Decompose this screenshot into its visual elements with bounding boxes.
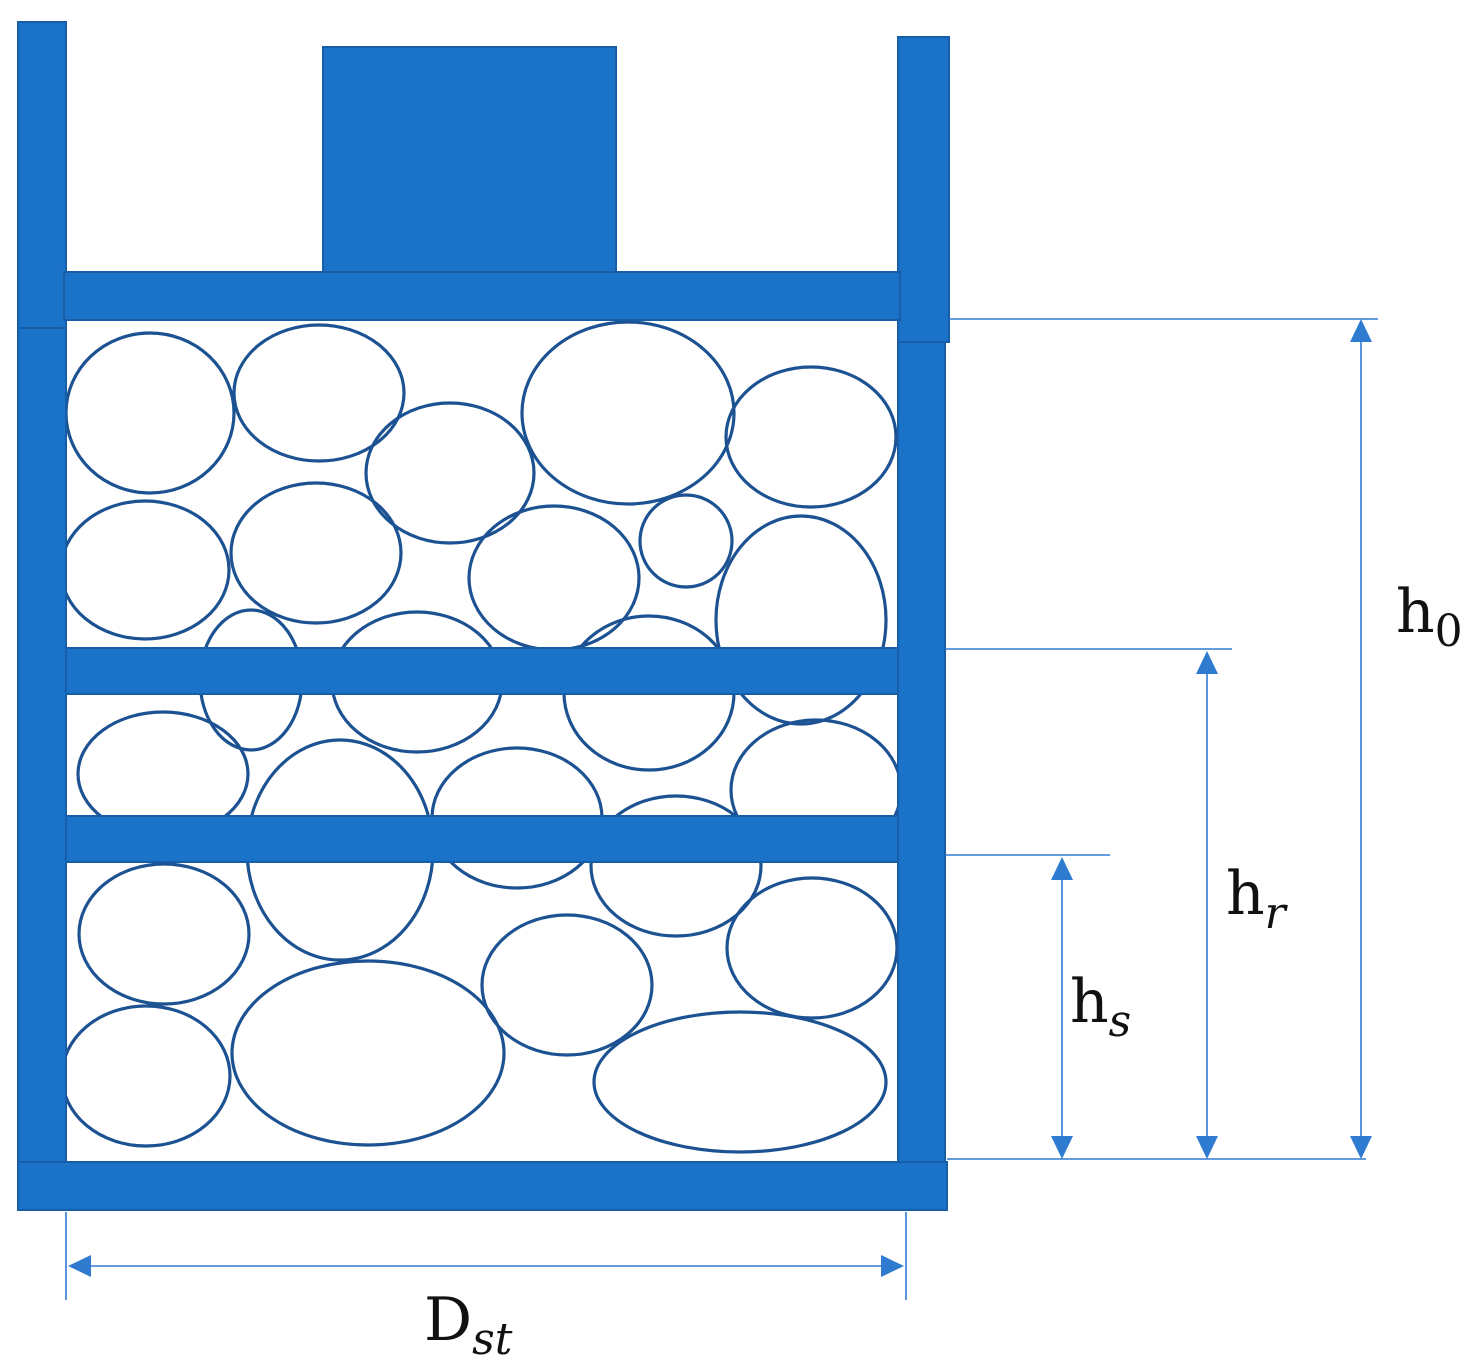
- dst-arrow-left-icon: [68, 1255, 91, 1277]
- particle-bed: [59, 320, 903, 1154]
- particle: [638, 493, 734, 589]
- particle: [467, 504, 641, 652]
- hr-label: hr: [1226, 859, 1289, 939]
- load-weight: [322, 46, 617, 273]
- intermediate-plate-upper: [65, 647, 899, 695]
- particle: [230, 959, 506, 1147]
- hs-arrow-up-icon: [1051, 857, 1073, 880]
- dimension-labels: h0 hr hs Dst: [424, 577, 1463, 1365]
- h0-label: h0: [1396, 577, 1463, 657]
- particle: [77, 862, 251, 1006]
- particle: [364, 401, 536, 545]
- h0-arrow-up-icon: [1350, 319, 1372, 342]
- right-wall-upper: [897, 36, 950, 343]
- cylinder-frame: [17, 21, 950, 1211]
- left-wall-upper: [17, 21, 67, 329]
- left-wall-lower: [17, 327, 67, 1169]
- arrowheads: [68, 319, 1372, 1277]
- particle: [64, 331, 236, 495]
- particle: [589, 794, 763, 938]
- particle: [725, 876, 899, 1020]
- particle: [59, 499, 231, 641]
- top-piston-plate: [63, 271, 901, 321]
- particle: [480, 913, 654, 1057]
- hs-arrow-down-icon: [1051, 1136, 1073, 1159]
- particle: [520, 320, 736, 506]
- hs-label: hs: [1070, 967, 1131, 1047]
- hr-arrow-down-icon: [1196, 1136, 1218, 1159]
- intermediate-plate-lower: [65, 815, 899, 863]
- hr-arrow-up-icon: [1196, 651, 1218, 674]
- dst-arrow-right-icon: [881, 1255, 904, 1277]
- base-plate: [17, 1161, 948, 1211]
- particle: [592, 1010, 888, 1154]
- particle: [60, 1004, 232, 1148]
- particle: [229, 481, 403, 625]
- right-wall-lower: [897, 341, 946, 1169]
- dimension-lines: [65, 318, 1378, 1300]
- h0-arrow-down-icon: [1350, 1136, 1372, 1159]
- dst-label: Dst: [424, 1285, 513, 1365]
- particle: [724, 365, 898, 509]
- particle: [232, 323, 406, 463]
- particle: [714, 514, 888, 726]
